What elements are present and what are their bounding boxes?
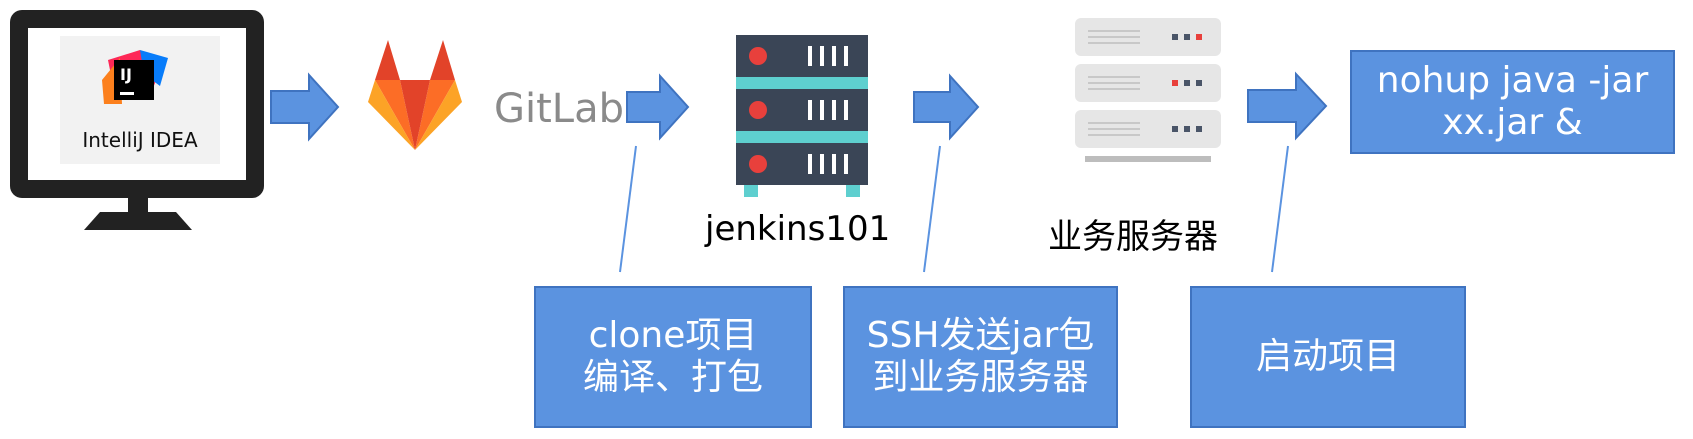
step-box-line-1: clone项目 bbox=[588, 315, 758, 356]
step-box-line-2: 编译、打包 bbox=[582, 357, 763, 398]
step-box-line-2: 到业务服务器 bbox=[872, 357, 1089, 398]
step-box-clone-build: clone项目 编译、打包 bbox=[534, 286, 812, 428]
arrow-icon-1 bbox=[270, 72, 340, 142]
connector-line-2 bbox=[923, 145, 941, 273]
connector-line-1 bbox=[619, 145, 637, 273]
step-box-line-1: SSH发送jar包 bbox=[866, 315, 1095, 356]
business-server-label: 业务服务器 bbox=[1048, 217, 1218, 257]
step-box-line-1: 启动项目 bbox=[1255, 336, 1400, 377]
gitlab-logo-icon bbox=[368, 40, 462, 150]
command-box: nohup java -jar xx.jar & bbox=[1350, 50, 1675, 154]
svg-text:IJ: IJ bbox=[120, 65, 132, 84]
step-box-ssh-send: SSH发送jar包 到业务服务器 bbox=[843, 286, 1118, 428]
intellij-label: IntelliJ IDEA bbox=[82, 128, 198, 152]
command-line-2: xx.jar & bbox=[1442, 102, 1583, 143]
gitlab-label: GitLab bbox=[494, 86, 624, 132]
arrow-icon-4 bbox=[1247, 71, 1328, 141]
intellij-logo-icon: IJ bbox=[60, 36, 220, 164]
arrow-icon-3 bbox=[913, 73, 980, 141]
jenkins-label: jenkins101 bbox=[705, 209, 891, 249]
jenkins-server-icon bbox=[736, 35, 868, 197]
command-line-1: nohup java -jar bbox=[1376, 60, 1649, 101]
arrow-icon-2 bbox=[626, 73, 690, 141]
connector-line-3 bbox=[1271, 145, 1289, 273]
step-box-start-project: 启动项目 bbox=[1190, 286, 1466, 428]
business-server-icon bbox=[1075, 18, 1221, 162]
